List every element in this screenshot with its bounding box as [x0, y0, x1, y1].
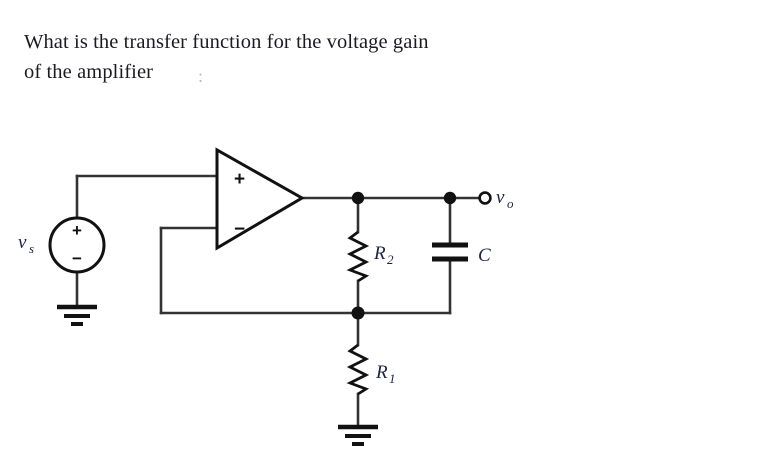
resistor-r2-label-subscript: 2 — [387, 252, 394, 267]
source-plus-sign: + — [72, 221, 82, 240]
resistor-r1-symbol — [346, 343, 370, 396]
source-label-subscript: s — [29, 241, 34, 256]
question-prompt: What is the transfer function for the vo… — [24, 27, 564, 87]
resistor-r1-label-subscript: 1 — [389, 371, 396, 386]
output-terminal — [478, 191, 492, 205]
question-line-1: What is the transfer function for the vo… — [24, 31, 429, 53]
output-label: v — [496, 187, 505, 208]
node-dot-feedback — [351, 306, 365, 320]
capacitor-label: C — [478, 245, 491, 266]
source-label: v — [18, 232, 27, 253]
output-label-subscript: o — [507, 196, 514, 211]
resistor-r1-label: R — [375, 362, 388, 383]
question-trailing-punctuation: : — [198, 66, 204, 86]
capacitor-symbol — [432, 242, 468, 262]
source-minus-sign: − — [72, 249, 82, 268]
opamp-inverting-minus: − — [234, 219, 245, 240]
resistor-r2-symbol — [346, 230, 370, 283]
node-dot-cap-top — [443, 191, 457, 205]
opamp-triangle — [215, 147, 306, 251]
question-line-2: of the amplifier — [24, 61, 154, 83]
voltage-source-symbol — [48, 216, 106, 274]
resistor-r2-label: R — [373, 243, 386, 264]
ground-symbol-r1 — [338, 424, 378, 446]
ground-symbol-source — [57, 304, 97, 326]
node-dot-output — [351, 191, 365, 205]
opamp-noninverting-plus: + — [234, 169, 245, 190]
